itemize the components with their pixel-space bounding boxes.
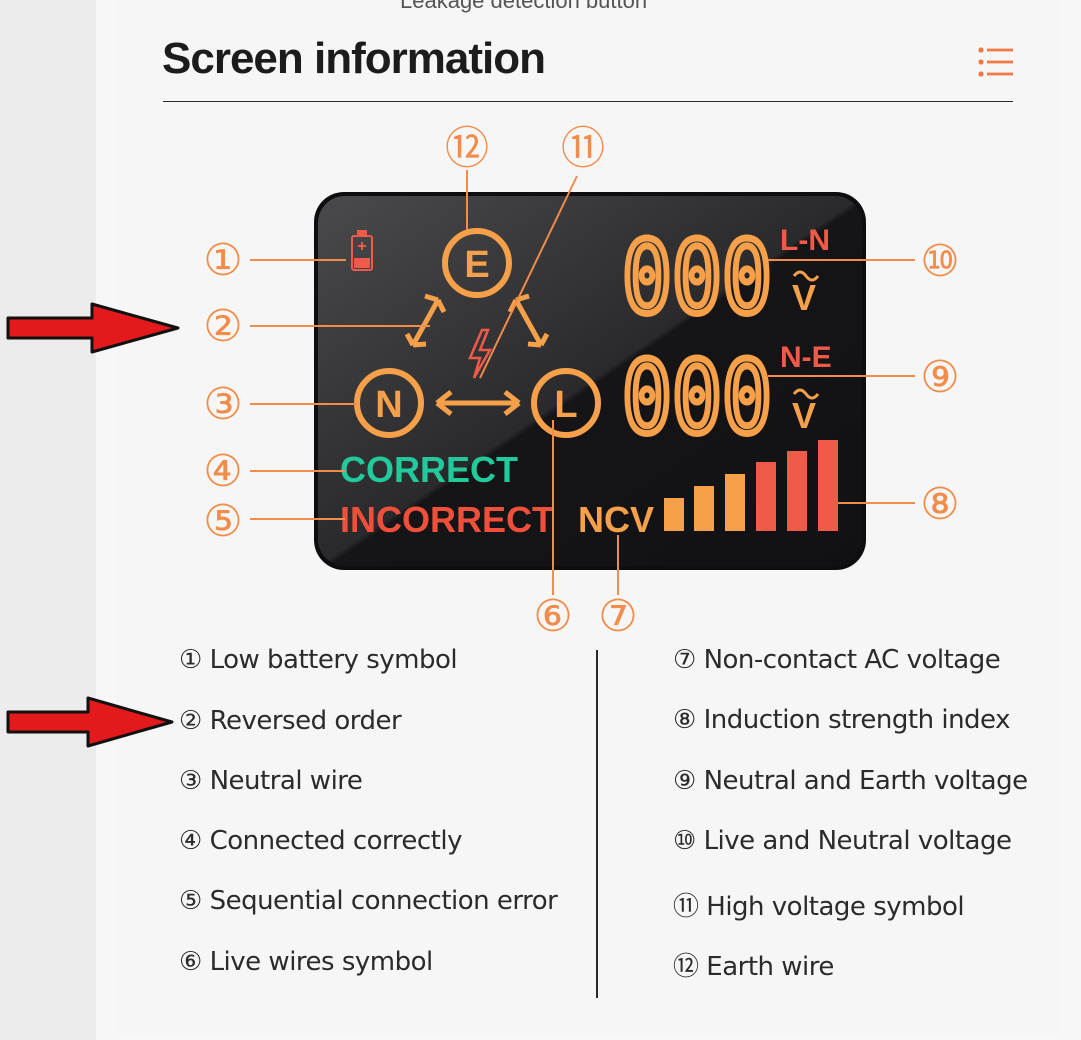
ne-label: N-E: [780, 341, 832, 374]
red-arrow-icon: [0, 694, 180, 750]
legend-item-12: ⑫ Earth wire: [673, 946, 834, 983]
legend-item-1: ① Low battery symbol: [179, 645, 457, 675]
callout-1: ①: [203, 235, 242, 286]
callout-11: ⑪: [561, 123, 605, 174]
ncv-text: NCV: [578, 499, 654, 540]
legend-item-10: ⑩ Live and Neutral voltage: [673, 826, 1011, 856]
legend-item-2: ② Reversed order: [179, 706, 401, 736]
legend-item-8: ⑧ Induction strength index: [673, 705, 1010, 735]
correct-text: CORRECT: [340, 449, 518, 490]
legend-item-11: ⑪ High voltage symbol: [673, 886, 964, 923]
ne-digits: 000: [622, 339, 772, 456]
callout-7: ⑦: [598, 591, 637, 642]
callout-5: ⑤: [203, 496, 242, 547]
ln-unit: V: [792, 277, 816, 318]
callout-2: ②: [203, 301, 242, 352]
live-letter: L: [554, 384, 577, 426]
incorrect-text: INCORRECT: [340, 499, 554, 540]
legend-item-5: ⑤ Sequential connection error: [179, 886, 557, 916]
callout-12: ⑫: [445, 123, 489, 174]
ln-digits: 000: [622, 219, 772, 336]
callout-4: ④: [203, 446, 242, 497]
ne-unit: V: [792, 395, 816, 436]
callout-6: ⑥: [533, 591, 572, 642]
legend-item-7: ⑦ Non-contact AC voltage: [673, 645, 1000, 675]
legend-item-3: ③ Neutral wire: [179, 766, 362, 796]
callout-9: ⑨: [920, 352, 959, 403]
callout-3: ③: [203, 379, 242, 430]
neutral-letter: N: [375, 384, 402, 426]
ln-label: L-N: [780, 224, 830, 257]
legend-item-4: ④ Connected correctly: [179, 826, 462, 856]
callout-10: ⑩: [920, 236, 959, 287]
callout-8: ⑧: [920, 479, 959, 530]
legend-item-9: ⑨ Neutral and Earth voltage: [673, 766, 1028, 796]
legend-divider: [596, 650, 598, 998]
legend-item-6: ⑥ Live wires symbol: [179, 947, 433, 977]
red-arrow-icon: [0, 300, 185, 356]
earth-letter: E: [464, 244, 489, 286]
